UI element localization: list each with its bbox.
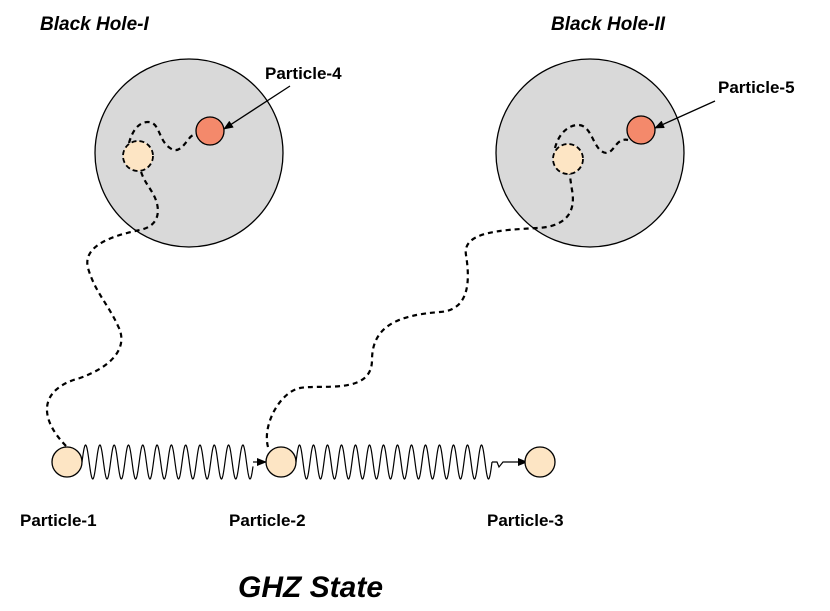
entanglement-path-inner-5 bbox=[553, 123, 629, 154]
entanglement-path-inner-4 bbox=[127, 120, 199, 152]
particle-5 bbox=[626, 115, 656, 145]
particle-4-label: Particle-4 bbox=[265, 64, 342, 83]
particle-4 bbox=[195, 116, 225, 146]
diagram-caption: GHZ State bbox=[238, 571, 384, 604]
black-hole-1-title: Black Hole-I bbox=[40, 14, 149, 35]
pointer-arrow-particle-5 bbox=[654, 100, 716, 129]
particle-3 bbox=[524, 446, 556, 478]
ghz-wave-2-3 bbox=[295, 444, 493, 480]
particle-2 bbox=[265, 446, 297, 478]
entanglement-path-2-5 bbox=[265, 159, 574, 448]
black-hole-2 bbox=[495, 58, 685, 248]
black-hole-1 bbox=[94, 58, 284, 248]
particle-2-label: Particle-2 bbox=[229, 511, 306, 530]
particle-3-label: Particle-3 bbox=[487, 511, 564, 530]
black-hole-2-title: Black Hole-II bbox=[551, 14, 666, 35]
pointer-arrow-particle-4 bbox=[223, 85, 291, 130]
particle-1-partner-in-black-hole-1 bbox=[122, 140, 154, 172]
ghz-arrow-to-3 bbox=[492, 458, 528, 469]
entanglement-path-1-4 bbox=[45, 153, 159, 447]
particle-2-partner-in-black-hole-2 bbox=[552, 143, 584, 175]
particle-1-label: Particle-1 bbox=[20, 511, 97, 530]
particle-5-label: Particle-5 bbox=[718, 78, 795, 97]
ghz-wave-1-2 bbox=[81, 444, 254, 480]
particle-1 bbox=[51, 446, 83, 478]
